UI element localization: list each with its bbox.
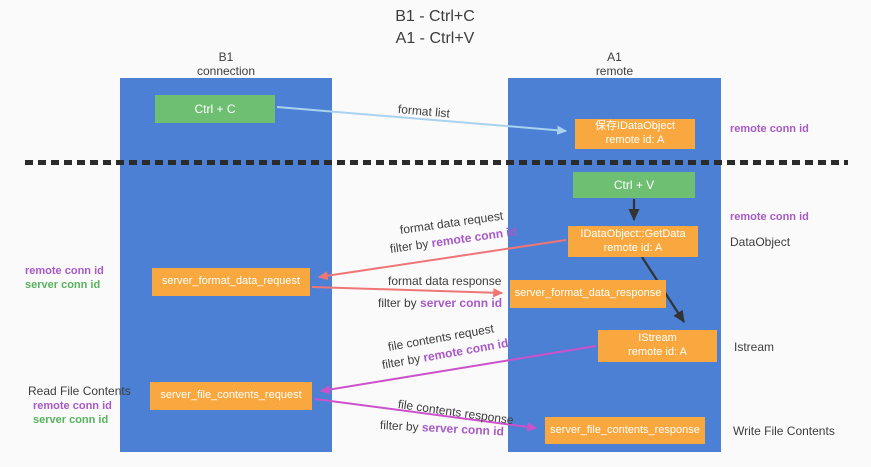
title-line-1: B1 - Ctrl+C: [395, 8, 475, 25]
save-dataobject-line2: remote id: A: [605, 134, 665, 146]
filter-by-text-4: filter by: [379, 418, 420, 435]
right-column-subtitle: remote: [595, 64, 634, 79]
format-data-response-filter-label: filter by server conn id: [378, 296, 502, 310]
server-file-contents-request-label: server_file_contents_request: [160, 389, 302, 402]
getdata-line1: IDataObject::GetData: [580, 227, 686, 240]
left-server-conn-id-label: server conn id: [25, 279, 101, 291]
right-column-name: A1: [607, 50, 622, 64]
ctrl-v-label: Ctrl + V: [613, 177, 655, 192]
format-data-response-label: format data response: [388, 274, 502, 288]
bottom-server-conn-id-label: server conn id: [33, 414, 109, 426]
write-file-contents-label: Write File Contents: [733, 424, 835, 438]
server-file-contents-request-box: server_file_contents_request: [150, 382, 312, 410]
dataobject-label: DataObject: [730, 235, 791, 249]
server-format-data-response-box: server_format_data_response: [510, 280, 666, 308]
ctrl-v-box: Ctrl + V: [573, 172, 695, 198]
server-format-data-response-label: server_format_data_response: [514, 287, 662, 300]
bottom-remote-conn-id-label: remote conn id: [33, 400, 112, 412]
left-column-name: B1: [218, 50, 234, 64]
diagram-title: B1 - Ctrl+C A1 - Ctrl+V: [295, 6, 575, 49]
filter-by-text-3: filter by: [380, 351, 422, 372]
filter-by-text-1: filter by: [389, 236, 430, 256]
server-conn-id-text-2: server conn id: [420, 296, 503, 310]
save-dataobject-box: 保存IDataObject remote id: A: [575, 119, 695, 149]
ctrl-c-label: Ctrl + C: [194, 101, 236, 116]
filter-by-text-2: filter by: [378, 296, 417, 310]
server-format-data-request-box: server_format_data_request: [152, 268, 310, 296]
remote-conn-id-top-label: remote conn id: [730, 123, 809, 135]
istream-line1: IStream: [638, 332, 677, 345]
left-column-header: B1 connection: [120, 50, 332, 79]
server-conn-id-text-4: server conn id: [421, 420, 505, 439]
server-file-contents-response-label: server_file_contents_response: [550, 423, 700, 436]
title-line-2: A1 - Ctrl+V: [395, 29, 475, 47]
getdata-line2: remote id: A: [603, 241, 663, 254]
format-list-label: format list: [397, 102, 451, 121]
istream-side-label: Istream: [734, 340, 775, 354]
istream-box: IStream remote id: A: [598, 330, 717, 362]
server-format-data-request-label: server_format_data_request: [161, 275, 301, 288]
left-remote-conn-id-label: remote conn id: [25, 265, 104, 277]
dashed-separator: [25, 160, 848, 165]
server-file-contents-response-box: server_file_contents_response: [545, 417, 705, 444]
remote-conn-id-mid-label: remote conn id: [730, 211, 809, 223]
ctrl-c-box: Ctrl + C: [155, 95, 275, 123]
getdata-box: IDataObject::GetData remote id: A: [568, 226, 698, 257]
read-file-contents-label: Read File Contents: [28, 384, 131, 398]
left-column-subtitle: connection: [196, 64, 256, 79]
save-dataobject-line1: 保存IDataObject: [594, 120, 676, 133]
istream-line2: remote id: A: [628, 346, 687, 358]
right-column-header: A1 remote: [508, 50, 721, 79]
